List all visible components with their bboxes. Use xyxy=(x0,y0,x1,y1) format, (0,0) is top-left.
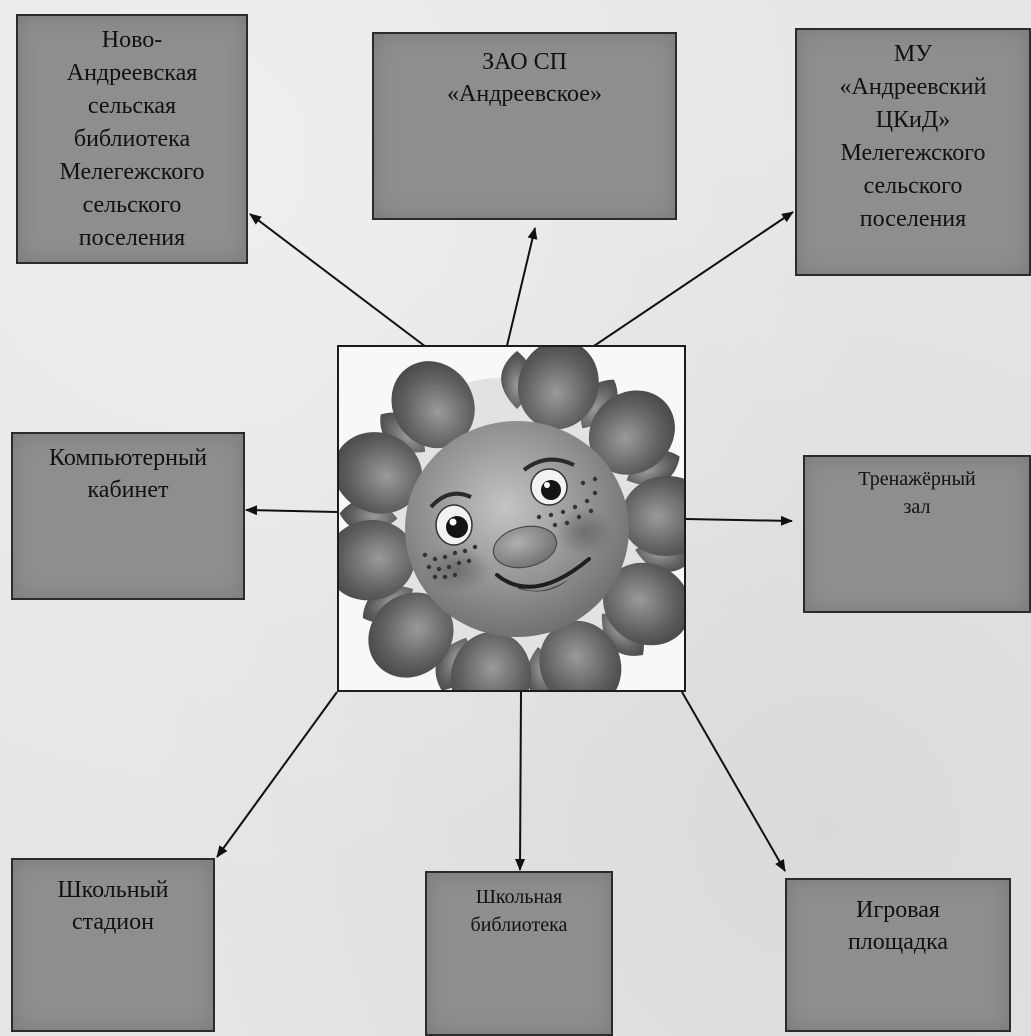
box-school-library-label: Школьная библиотека xyxy=(470,886,568,936)
arrow-to-gym xyxy=(685,515,793,526)
arrow-to-school-library xyxy=(515,691,526,871)
box-library-novo: Ново- Андреевская сельская библиотека Ме… xyxy=(16,14,248,264)
box-computer: Компьютерный кабинет xyxy=(11,432,245,600)
box-computer-label: Компьютерный кабинет xyxy=(49,445,207,503)
box-zao-label: ЗАО СП «Андреевское» xyxy=(447,49,602,107)
arrow-to-stadium xyxy=(216,691,338,858)
box-mu-label: МУ «Андреевский ЦКиД» Мелегежского сельс… xyxy=(839,41,987,232)
box-school-library: Школьная библиотека xyxy=(425,871,613,1036)
left-cheek xyxy=(423,545,491,593)
arrow-to-playground xyxy=(681,691,786,872)
box-playground: Игровая площадка xyxy=(785,878,1011,1032)
nose xyxy=(492,525,558,569)
left-eye xyxy=(429,491,473,546)
sun-petals xyxy=(339,347,684,690)
mouth xyxy=(495,557,591,589)
right-eye xyxy=(522,457,575,506)
sun-illustration xyxy=(339,347,684,690)
box-stadium: Школьный стадион xyxy=(11,858,215,1032)
center-image-frame xyxy=(337,345,686,692)
box-gym: Тренажёрный зал xyxy=(803,455,1031,613)
arrow-to-library-novo xyxy=(249,213,431,351)
right-cheek xyxy=(554,508,614,556)
box-mu: МУ «Андреевский ЦКиД» Мелегежского сельс… xyxy=(795,28,1031,276)
freckles xyxy=(422,476,598,580)
box-gym-label: Тренажёрный зал xyxy=(858,468,976,518)
arrow-to-mu xyxy=(587,211,794,351)
arrow-to-zao xyxy=(505,227,538,351)
box-playground-label: Игровая площадка xyxy=(847,897,949,955)
arrow-to-computer xyxy=(245,505,338,516)
box-library-novo-label: Ново- Андреевская сельская библиотека Ме… xyxy=(59,27,205,251)
box-stadium-label: Школьный стадион xyxy=(57,877,169,935)
box-zao: ЗАО СП «Андреевское» xyxy=(372,32,677,220)
